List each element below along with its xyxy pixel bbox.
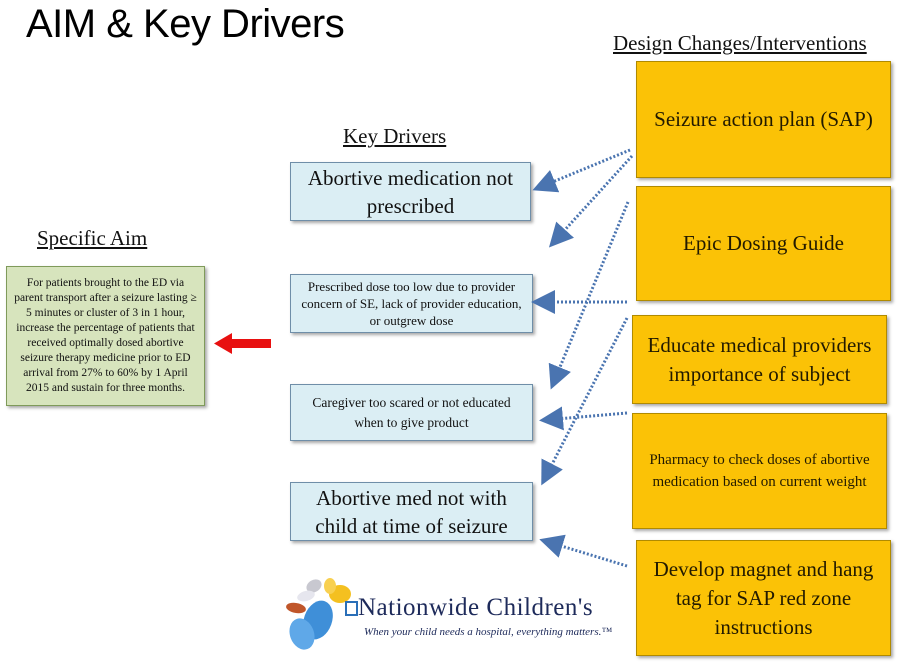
connector-arrow <box>539 406 628 431</box>
key-driver-box: Abortive med not with child at time of s… <box>290 482 533 541</box>
key-driver-text: Prescribed dose too low due to provider … <box>301 279 522 328</box>
connector-arrow <box>532 148 631 193</box>
nationwide-childrens-logo: Nationwide Children's When your child ne… <box>276 572 626 656</box>
key-driver-box: Abortive medication not prescribed <box>290 162 531 221</box>
key-driver-box: Caregiver too scared or not educated whe… <box>290 384 533 441</box>
connector-arrow <box>541 317 629 486</box>
key-driver-text: Abortive medication not prescribed <box>307 165 514 218</box>
intervention-box: Develop magnet and hang tag for SAP red … <box>636 540 891 656</box>
intervention-text: Seizure action plan (SAP) <box>654 107 873 131</box>
logo-tagline: When your child needs a hospital, everyt… <box>364 626 613 638</box>
intervention-text: Epic Dosing Guide <box>683 231 844 255</box>
intervention-text: Pharmacy to check doses of abortive medi… <box>649 452 870 490</box>
logo-name: Nationwide Children's <box>358 594 594 621</box>
intervention-box: Epic Dosing Guide <box>636 186 891 301</box>
connector-arrow <box>539 534 628 568</box>
intervention-box: Seizure action plan (SAP) <box>636 61 891 178</box>
key-driver-text: Caregiver too scared or not educated whe… <box>312 394 511 430</box>
connector-arrow <box>548 154 634 248</box>
intervention-text: Develop magnet and hang tag for SAP red … <box>653 556 874 639</box>
page-title: AIM & Key Drivers <box>26 2 345 46</box>
key-drivers-heading: Key Drivers <box>343 124 447 148</box>
interventions-heading: Design Changes/Interventions <box>613 31 867 55</box>
intervention-box: Educate medical providers importance of … <box>632 315 887 404</box>
butterfly-icon <box>286 578 358 650</box>
specific-aim-heading: Specific Aim <box>37 226 148 250</box>
specific-aim-text: For patients brought to the ED via paren… <box>14 277 197 394</box>
intervention-text: Educate medical providers importance of … <box>647 332 872 386</box>
connector-arrow <box>548 201 630 390</box>
intervention-box: Pharmacy to check doses of abortive medi… <box>632 413 887 529</box>
aim-arrow <box>214 333 271 354</box>
key-driver-text: Abortive med not with child at time of s… <box>315 485 508 538</box>
specific-aim-box: For patients brought to the ED via paren… <box>6 266 205 406</box>
key-driver-box: Prescribed dose too low due to provider … <box>290 274 533 333</box>
